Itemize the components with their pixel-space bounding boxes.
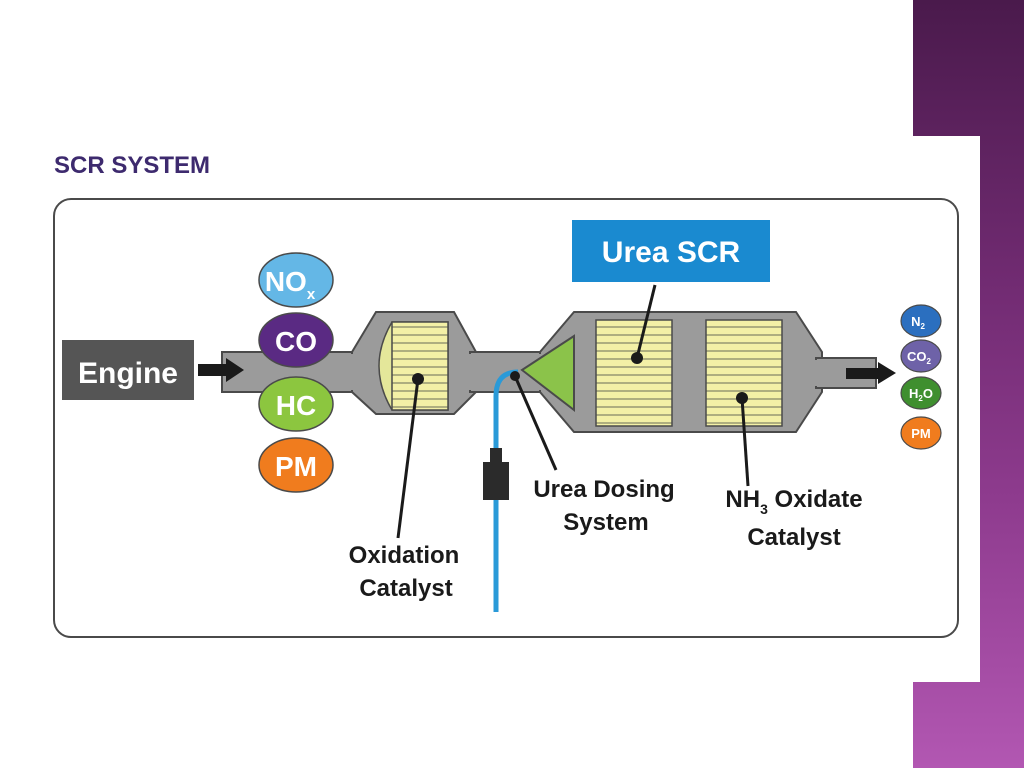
output-co2-label: CO2	[907, 349, 932, 366]
output-circle-1	[900, 339, 942, 373]
urea-dosing-line2: System	[563, 509, 648, 536]
urea-dosing-line1: Urea Dosing	[533, 476, 674, 503]
input-nox-label: NOx	[265, 266, 316, 303]
input-co-label: CO	[275, 326, 317, 357]
output-n2-label: N2	[911, 314, 925, 331]
output-circle-3	[900, 416, 942, 450]
input-circle-2	[258, 376, 334, 432]
diagram-title: SCR SYSTEM	[54, 152, 211, 179]
input-pm-label: PM	[275, 451, 317, 482]
outlet-arrow	[846, 362, 896, 384]
engine-box: Engine	[62, 340, 194, 400]
input-hc-label: HC	[276, 390, 316, 421]
urea-scr-box: Urea SCR	[572, 220, 770, 282]
dosing-pointer	[513, 375, 558, 471]
oxidation-catalyst-line1: Oxidation	[349, 542, 460, 569]
nh3-oxidate-line2: Catalyst	[747, 524, 840, 551]
output-products: N2 CO2 H2O PM	[900, 304, 942, 450]
engine-arrow	[198, 358, 244, 382]
nh3-pointer	[740, 397, 750, 487]
urea-pump	[483, 448, 509, 500]
diagram-frame	[53, 198, 959, 638]
output-circle-0	[900, 304, 942, 338]
nh3-oxidate-line1: NH3 Oxidate	[725, 486, 862, 517]
urea-scr-pointer	[635, 284, 657, 359]
oxidation-catalyst-block	[378, 321, 449, 411]
scr-catalyst-block	[595, 319, 673, 427]
oxidation-pointer	[396, 378, 420, 539]
output-pm-label: PM	[911, 426, 931, 441]
urea-doser-cone	[520, 334, 575, 413]
input-pollutants: NOx CO HC PM	[258, 252, 334, 493]
engine-label: Engine	[78, 357, 178, 390]
input-circle-1	[258, 312, 334, 368]
oxidation-catalyst-line2: Catalyst	[359, 575, 452, 602]
input-circle-3	[258, 437, 334, 493]
urea-scr-label: Urea SCR	[602, 236, 741, 269]
output-h2o-label: H2O	[909, 386, 933, 403]
output-circle-2	[900, 376, 942, 410]
input-circle-0	[258, 252, 334, 308]
